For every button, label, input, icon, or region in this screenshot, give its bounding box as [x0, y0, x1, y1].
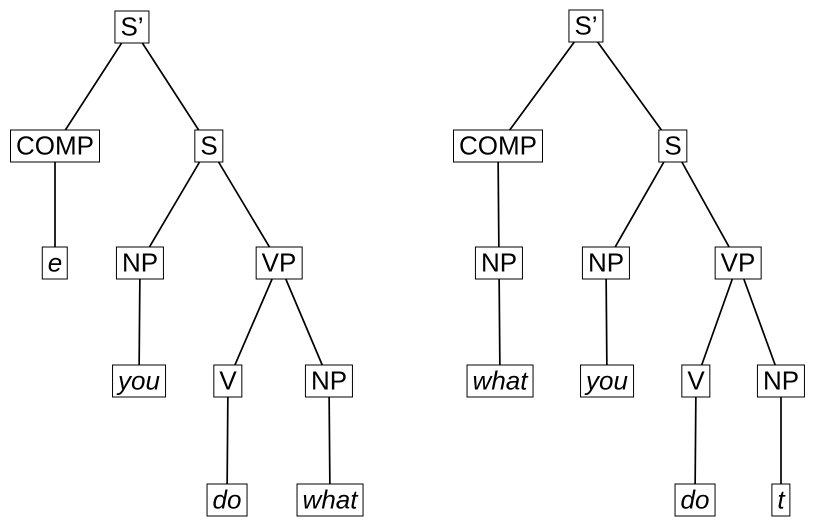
right-tree-node-v: V	[681, 364, 711, 398]
right-tree-node-do: do	[674, 483, 716, 517]
left-tree-node-vp: VP	[255, 246, 303, 280]
right-tree-edge-np0-what	[498, 262, 501, 382]
right-tree-node-np0: NP	[474, 246, 524, 280]
left-tree-node-v: V	[213, 364, 243, 398]
right-tree-node-sbar: S’	[568, 9, 604, 43]
left-tree-edge-sbar-s	[131, 26, 210, 147]
right-tree-node-what: what	[466, 364, 534, 398]
right-tree-node-vp: VP	[714, 246, 762, 280]
right-tree-edge-sbar-s	[585, 25, 674, 147]
right-tree-edge-s-np1	[605, 145, 674, 264]
left-tree-edge-sbar-comp	[54, 26, 133, 147]
left-tree-node-you: you	[112, 364, 166, 398]
right-tree-node-t: t	[771, 483, 791, 517]
right-tree-node-np2: NP	[756, 364, 806, 398]
left-tree-node-e: e	[41, 246, 69, 280]
left-tree-edge-np2-what	[328, 380, 331, 501]
left-tree-node-np2: NP	[304, 364, 354, 398]
right-tree-node-s: S	[658, 129, 688, 163]
right-tree-node-you: you	[580, 364, 634, 398]
left-tree-edge-vp-np2	[278, 262, 330, 382]
left-tree-node-sbar: S’	[114, 10, 150, 44]
left-tree-edge-s-vp	[208, 145, 280, 264]
right-tree-edge-vp-v	[695, 262, 739, 382]
left-tree-node-comp: COMP	[10, 129, 100, 163]
right-tree-edge-comp-np0	[497, 145, 500, 264]
left-tree-node-np1: NP	[115, 246, 165, 280]
left-tree-edge-vp-v	[227, 262, 280, 382]
left-tree-node-s: S	[194, 129, 224, 163]
right-tree-edge-s-vp	[672, 145, 739, 264]
right-tree-edge-sbar-comp	[497, 25, 587, 147]
left-tree-node-do: do	[206, 483, 248, 517]
right-tree-edge-vp-np2	[737, 262, 782, 382]
right-tree-node-np1: NP	[581, 246, 631, 280]
left-tree-edge-v-do	[226, 380, 229, 501]
right-tree-node-comp: COMP	[453, 129, 543, 163]
right-tree-edge-np1-you	[605, 262, 608, 382]
right-tree-edge-v-do	[694, 380, 697, 501]
left-tree-edge-s-np1	[139, 145, 210, 264]
left-tree-node-what: what	[296, 483, 364, 517]
left-tree-edge-np1-you	[138, 262, 141, 382]
